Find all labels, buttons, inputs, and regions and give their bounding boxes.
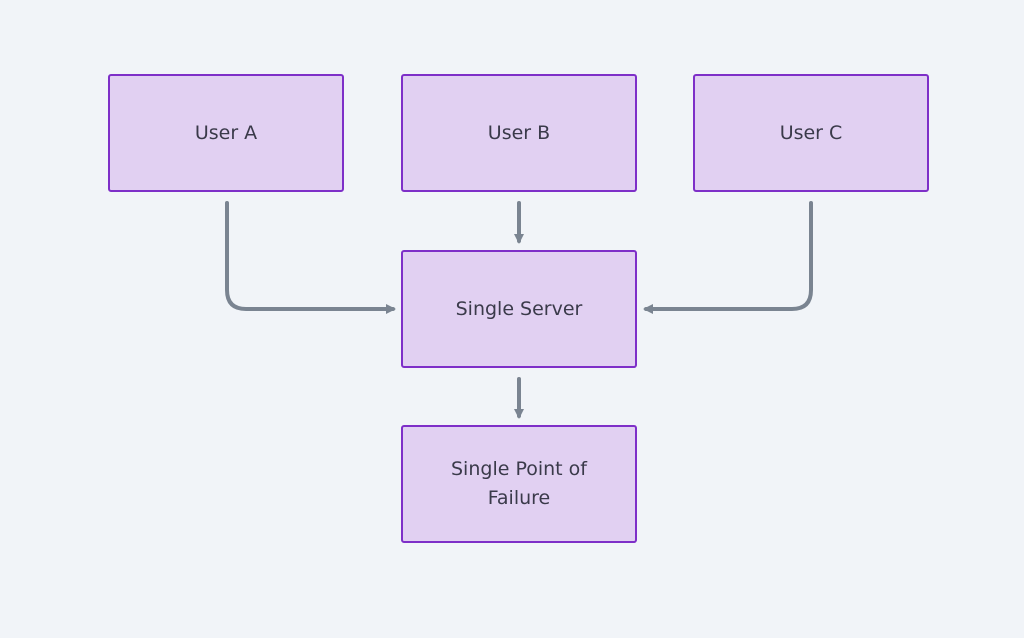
edge-user-c-to-server (643, 201, 813, 314)
node-user-a[interactable]: User A (108, 74, 344, 192)
node-single-point-of-failure-label: Single Point of Failure (451, 458, 587, 509)
node-single-point-of-failure[interactable]: Single Point of Failure (401, 425, 637, 543)
node-user-a-label: User A (194, 121, 258, 144)
node-user-c[interactable]: User C (693, 74, 929, 192)
node-user-c-label: User C (779, 121, 843, 144)
node-user-b-label: User B (487, 121, 551, 144)
node-user-b[interactable]: User B (401, 74, 637, 192)
node-single-server[interactable]: Single Server (401, 250, 637, 368)
edge-user-a-to-server (225, 201, 396, 314)
node-single-server-label: Single Server (455, 297, 583, 320)
